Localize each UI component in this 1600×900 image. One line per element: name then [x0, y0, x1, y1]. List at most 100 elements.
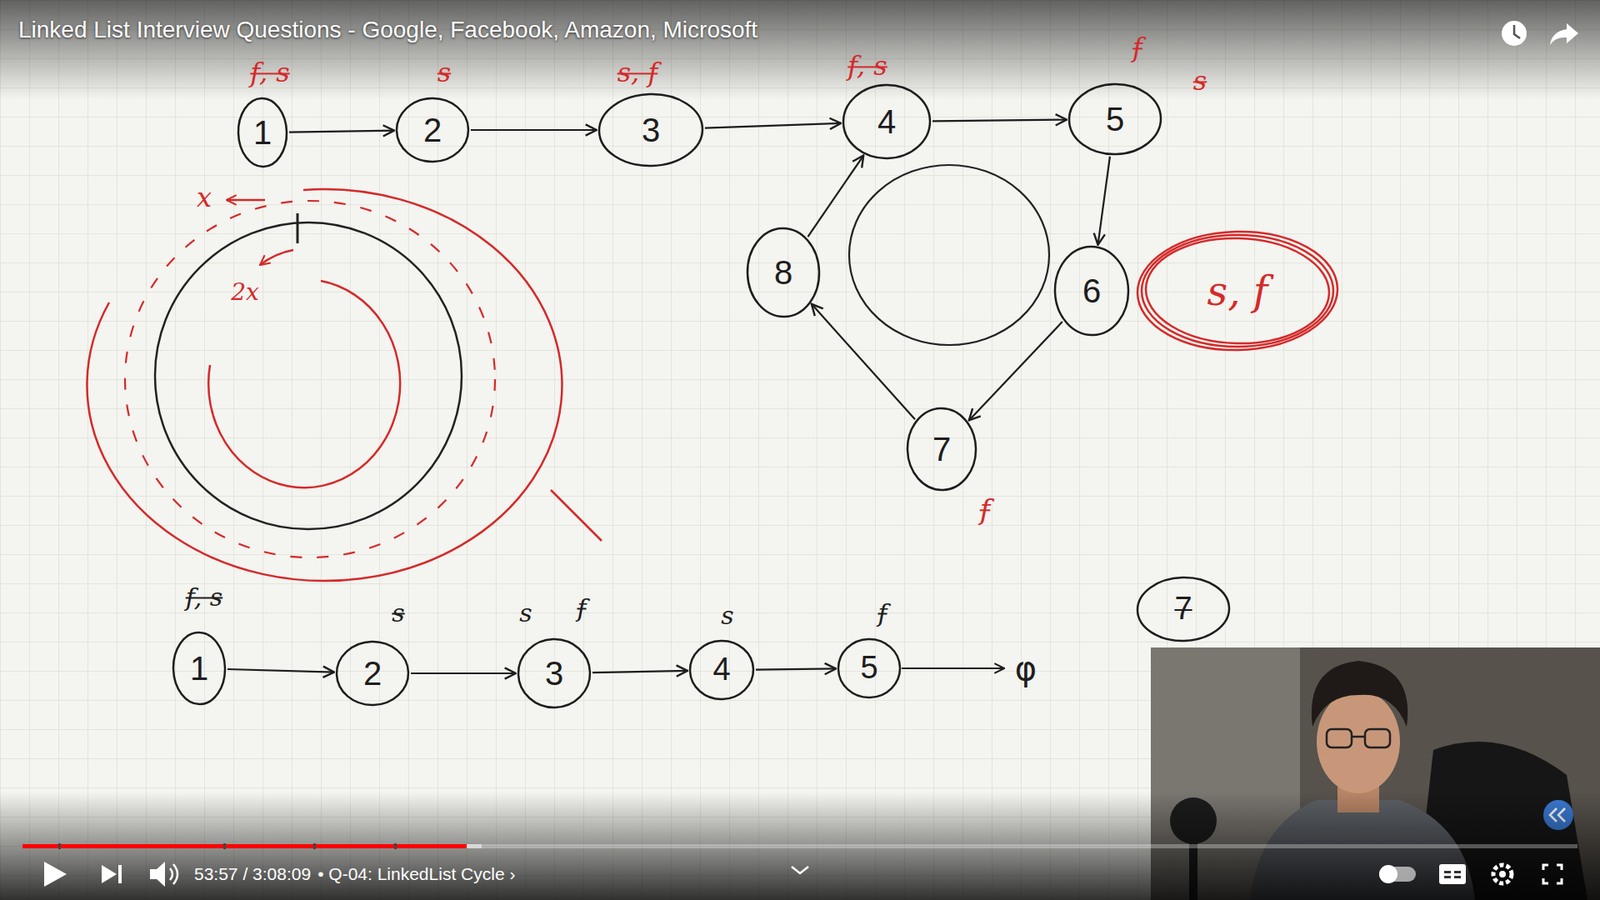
node-label: 3	[641, 112, 660, 148]
list-node: 1	[171, 630, 227, 706]
pointer-annotation: s	[391, 599, 405, 627]
node-outline	[688, 639, 755, 701]
chapter-gap	[394, 843, 397, 850]
list-node: 5	[1067, 82, 1163, 156]
top-shade	[0, 0, 1600, 100]
list-pointer	[410, 672, 516, 675]
start-tick	[296, 213, 300, 244]
node-outline	[172, 631, 226, 705]
list-node: 2	[335, 640, 410, 707]
list-node: 8	[745, 226, 821, 319]
pointer-annotation: f	[877, 599, 887, 627]
node-outline	[1135, 230, 1340, 352]
direction-arrow	[226, 199, 265, 202]
node-outline	[745, 226, 821, 319]
node-label: 1	[253, 115, 272, 150]
captions-icon	[1444, 875, 1451, 879]
webcam-hair	[1311, 660, 1408, 727]
list-pointer	[470, 129, 597, 131]
node-outline	[689, 640, 755, 700]
pointer-annotation: f	[980, 494, 991, 525]
list-node: 6	[1053, 245, 1130, 337]
pointer-annotation: x	[196, 183, 212, 213]
loop-ellipse	[849, 165, 1050, 345]
list-node: 3	[516, 637, 592, 710]
node-label: 5	[860, 651, 878, 685]
video-time: 53:57 / 3:08:09	[194, 864, 311, 885]
pointer-annotation: f, s	[250, 58, 290, 88]
list-pointer	[705, 123, 841, 129]
red-stroke	[550, 490, 602, 541]
pointer-annotation: f	[1132, 33, 1143, 63]
list-node: 7	[905, 406, 978, 492]
pointer-annotation: f, s	[847, 51, 887, 81]
node-outline	[335, 640, 410, 707]
list-pointer	[811, 304, 915, 420]
node-outline	[906, 407, 978, 491]
pointer-annotation: s, f	[617, 58, 659, 88]
node-outline	[395, 97, 470, 163]
list-pointer	[289, 130, 395, 133]
webcam-glasses	[1351, 735, 1365, 739]
node-label: 3	[545, 655, 564, 691]
chapter-gap	[313, 843, 316, 850]
node-outline	[905, 406, 978, 492]
node-label: s, f	[1207, 270, 1269, 312]
list-pointer	[227, 669, 335, 673]
volume-icon	[170, 864, 178, 885]
fullscreen-icon	[1543, 865, 1562, 884]
player-info: 53:57 / 3:08:09 • Q-04: LinkedList Cycle …	[194, 864, 515, 885]
node-label: 4	[877, 104, 896, 140]
node-outline	[597, 92, 705, 168]
list-node: 2	[395, 96, 470, 164]
pointer-annotation: φ	[1015, 650, 1037, 687]
pointer-annotation: 2x	[230, 280, 260, 306]
node-label: 7	[932, 431, 951, 467]
node-outline	[841, 83, 932, 160]
node-outline	[1135, 229, 1340, 353]
webcam-glasses	[1365, 729, 1390, 748]
play-icon	[44, 861, 67, 887]
node-label: 5	[1105, 101, 1125, 137]
dashed-loop	[125, 200, 495, 558]
webcam-glasses	[1326, 729, 1352, 748]
list-pointer	[755, 668, 836, 670]
chapter-gap	[223, 843, 226, 850]
chapter-title: • Q-04: LinkedList Cycle ›	[317, 864, 515, 885]
meeting-point-oval: s, f	[1135, 230, 1340, 352]
list-pointer	[807, 155, 864, 237]
captions-icon	[1439, 864, 1466, 885]
node-label: 7	[1174, 592, 1192, 626]
progress-played	[22, 844, 467, 849]
chapter-gap	[58, 843, 61, 850]
node-outline	[842, 84, 931, 160]
captions-icon	[1454, 875, 1461, 879]
pointer-annotation: s	[1193, 66, 1207, 96]
captions-icon	[1444, 870, 1451, 874]
list-node: 4	[688, 639, 755, 701]
node-label: 2	[423, 112, 442, 148]
pointer-annotation: f, s	[185, 583, 224, 611]
node-outline	[1141, 235, 1334, 347]
node-outline	[517, 638, 591, 709]
autoplay-toggle	[1379, 865, 1398, 884]
node-label: 1	[190, 650, 209, 686]
pointer-annotation: s	[519, 599, 532, 627]
null-arrow	[901, 667, 1005, 670]
node-label: 2	[363, 655, 382, 691]
node-outline	[236, 96, 289, 169]
list-pointer	[592, 670, 688, 673]
next-icon	[101, 865, 117, 884]
list-node: 5	[836, 637, 902, 700]
node-outline	[836, 637, 902, 700]
pointer-annotation: s	[720, 601, 734, 630]
pointer-annotation: s	[437, 58, 451, 88]
settings-icon	[1499, 870, 1506, 878]
outer-loop-arc	[86, 189, 562, 581]
progress-buffer	[466, 844, 482, 849]
node-outline	[171, 630, 227, 706]
node-outline	[335, 640, 410, 706]
